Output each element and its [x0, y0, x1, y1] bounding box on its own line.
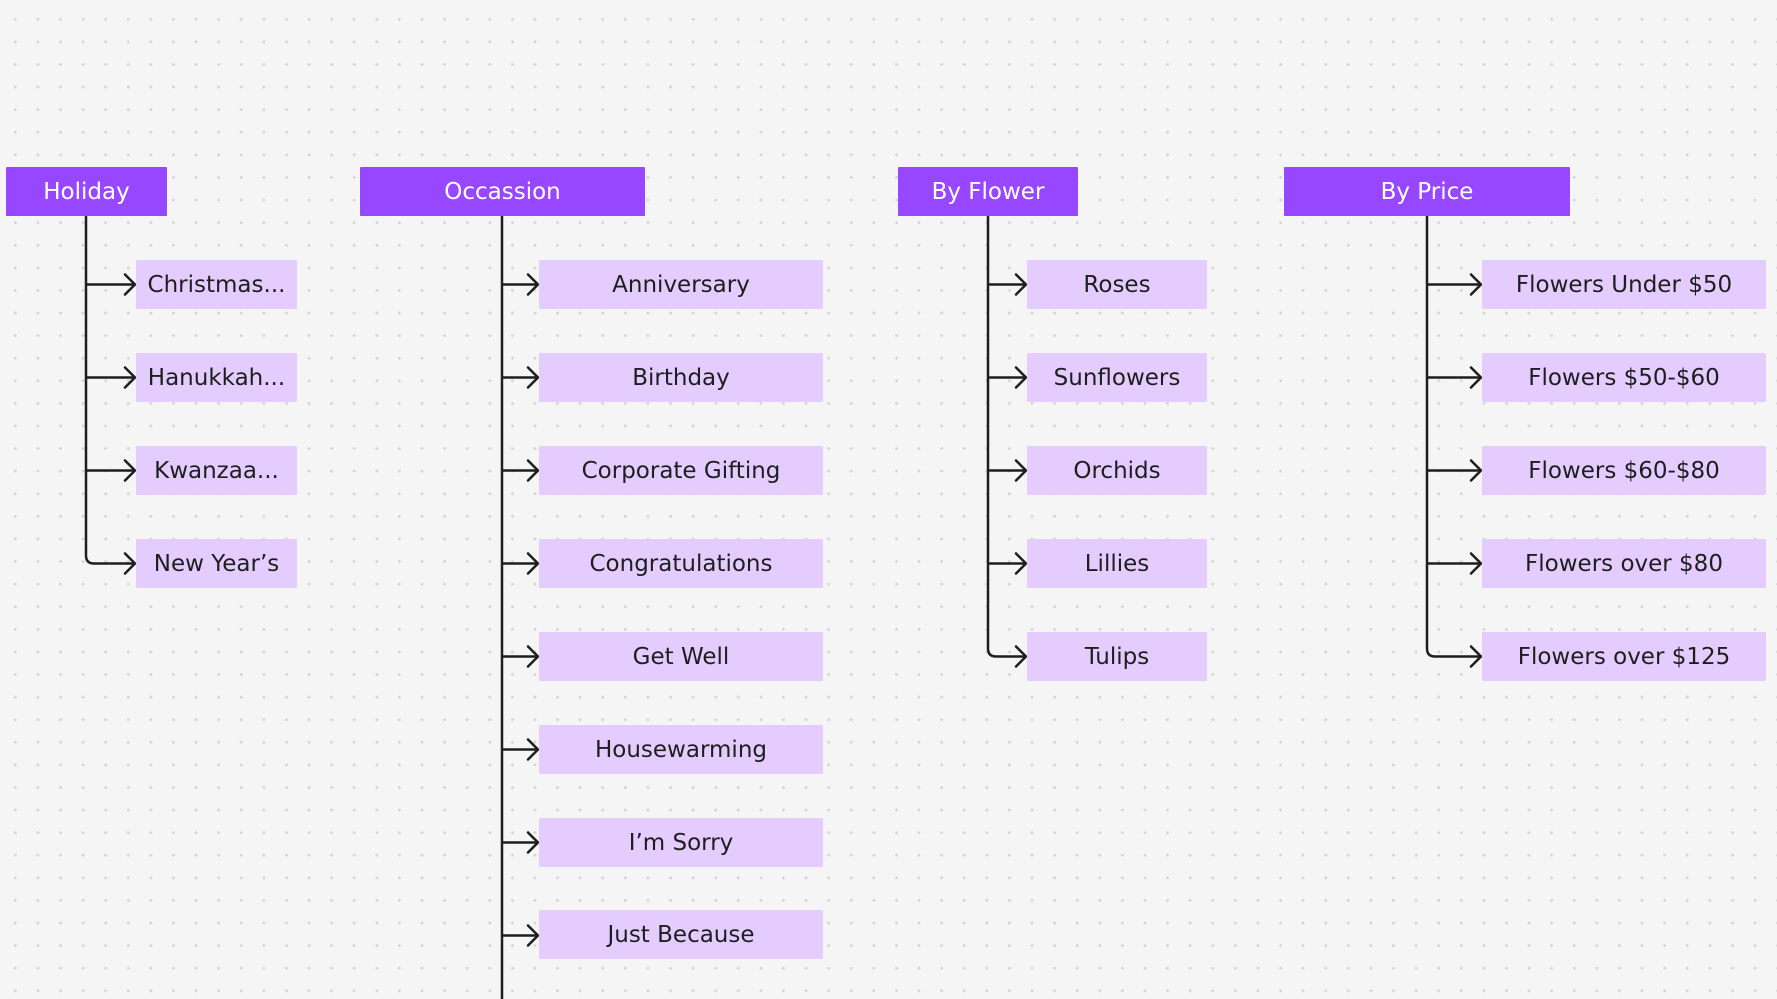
header-by-price[interactable]: By Price	[1284, 167, 1570, 216]
item-christmas[interactable]: Christmas...	[136, 260, 297, 309]
arrowhead-occasion-3	[526, 459, 540, 482]
item-orchids[interactable]: Orchids	[1027, 446, 1207, 495]
item-just-because[interactable]: Just Because	[539, 910, 823, 959]
item-corporate-gifting[interactable]: Corporate Gifting	[539, 446, 823, 495]
arrowhead-by-flower-5	[1014, 645, 1028, 668]
arrowhead-by-price-3	[1469, 459, 1483, 482]
arrowhead-by-price-4	[1469, 552, 1483, 575]
arrowhead-occasion-6	[526, 738, 540, 761]
header-by-flower[interactable]: By Flower	[898, 167, 1078, 216]
item-tulips[interactable]: Tulips	[1027, 632, 1207, 681]
item-lillies[interactable]: Lillies	[1027, 539, 1207, 588]
header-occasion[interactable]: Occassion	[360, 167, 645, 216]
item-hanukkah[interactable]: Hanukkah...	[136, 353, 297, 402]
item-housewarming[interactable]: Housewarming	[539, 725, 823, 774]
arrowhead-holiday-1	[123, 273, 137, 296]
arrowhead-occasion-4	[526, 552, 540, 575]
item-kwanzaa[interactable]: Kwanzaa...	[136, 446, 297, 495]
arrowhead-by-flower-1	[1014, 273, 1028, 296]
item-flowers-over-80[interactable]: Flowers over $80	[1482, 539, 1766, 588]
arrowhead-by-flower-2	[1014, 366, 1028, 389]
item-flowers-under-50[interactable]: Flowers Under $50	[1482, 260, 1766, 309]
connector-by-flower-5	[986, 648, 1026, 658]
arrowhead-holiday-3	[123, 459, 137, 482]
item-birthday[interactable]: Birthday	[539, 353, 823, 402]
item-congratulations[interactable]: Congratulations	[539, 539, 823, 588]
arrowhead-by-price-2	[1469, 366, 1483, 389]
item-get-well[interactable]: Get Well	[539, 632, 823, 681]
item-flowers-60-80[interactable]: Flowers $60-$80	[1482, 446, 1766, 495]
arrowhead-by-price-1	[1469, 273, 1483, 296]
arrowhead-occasion-5	[526, 645, 540, 668]
arrowhead-occasion-2	[526, 366, 540, 389]
arrowhead-by-flower-4	[1014, 552, 1028, 575]
arrowhead-by-flower-3	[1014, 459, 1028, 482]
item-flowers-50-60[interactable]: Flowers $50-$60	[1482, 353, 1766, 402]
item-new-years[interactable]: New Year’s	[136, 539, 297, 588]
item-roses[interactable]: Roses	[1027, 260, 1207, 309]
arrowhead-holiday-4	[123, 552, 137, 575]
item-im-sorry[interactable]: I’m Sorry	[539, 818, 823, 867]
arrowhead-holiday-2	[123, 366, 137, 389]
connector-holiday-4	[84, 555, 135, 565]
header-holiday[interactable]: Holiday	[6, 167, 167, 216]
item-flowers-over-125[interactable]: Flowers over $125	[1482, 632, 1766, 681]
item-anniversary[interactable]: Anniversary	[539, 260, 823, 309]
arrowhead-by-price-5	[1469, 645, 1483, 668]
arrowhead-occasion-7	[526, 831, 540, 854]
arrowhead-occasion-8	[526, 924, 540, 947]
item-sunflowers[interactable]: Sunflowers	[1027, 353, 1207, 402]
connector-by-price-5	[1425, 648, 1481, 658]
arrowhead-occasion-1	[526, 273, 540, 296]
